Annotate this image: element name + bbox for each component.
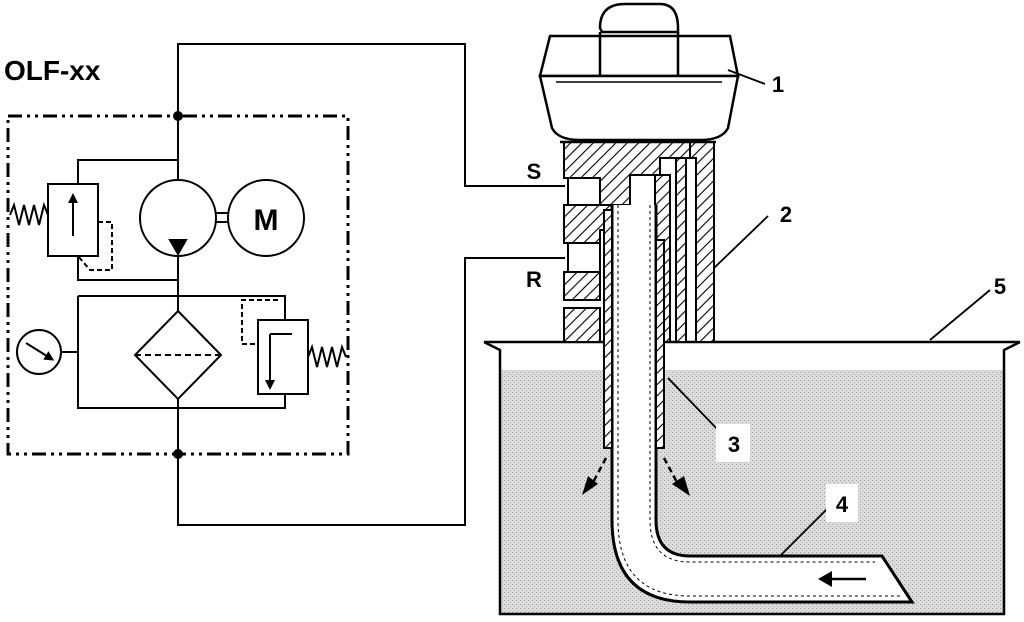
pump-head-housing (538, 2, 740, 142)
port-label-return: R (526, 267, 542, 292)
suction-line (177, 43, 565, 187)
motor-symbol (227, 179, 305, 257)
junction-dot (173, 111, 183, 121)
callout-5: 5 (994, 274, 1006, 299)
callout-1: 1 (772, 72, 784, 97)
callout-4: 4 (836, 492, 849, 517)
return-line (177, 257, 565, 526)
suction-pipe (610, 205, 915, 604)
callout-2: 2 (780, 202, 792, 227)
callout-box (716, 424, 750, 462)
bypass-valve (257, 319, 309, 395)
port-label-suction: S (527, 159, 542, 184)
return-tube (603, 209, 665, 449)
flow-arrows (582, 457, 866, 587)
title-label: OLF-xx (4, 55, 101, 86)
junction-dot (173, 449, 183, 459)
pump-relief-valve (47, 183, 99, 257)
motor-label: M (254, 204, 279, 237)
hydraulic-circuit (6, 43, 565, 526)
filter-symbol (133, 309, 223, 401)
callout-box (826, 484, 858, 522)
callout-leaders (667, 69, 991, 557)
callout-3: 3 (728, 432, 740, 457)
